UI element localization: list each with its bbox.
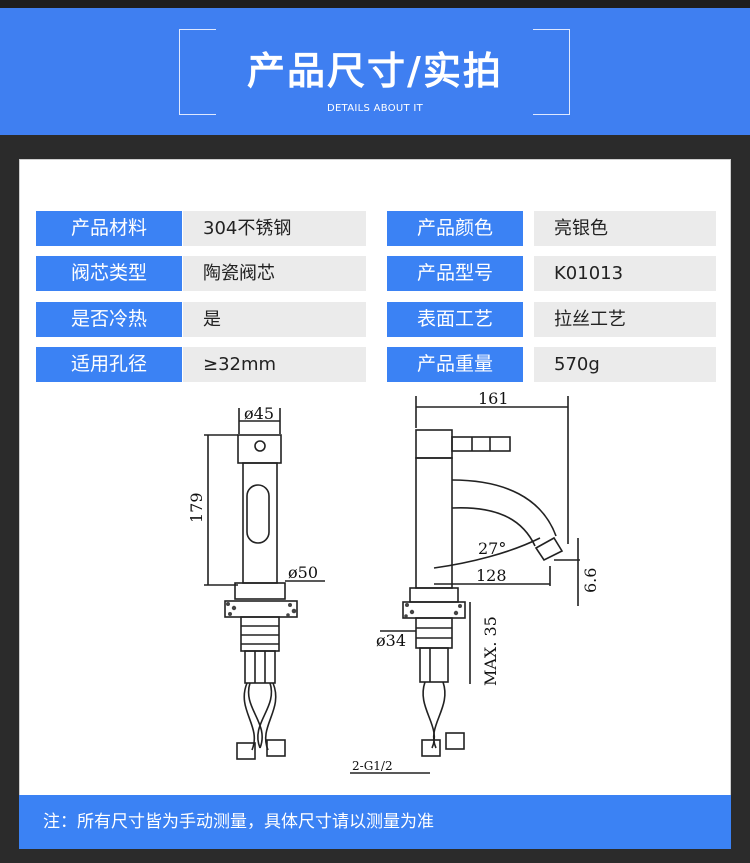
spec-value-model: K01013 bbox=[534, 256, 716, 291]
spec-label-valve: 阀芯类型 bbox=[36, 256, 182, 291]
dim-angle-27: 27° bbox=[478, 539, 506, 558]
dim-diameter-50: ø50 bbox=[288, 563, 318, 582]
spec-label-hole: 适用孔径 bbox=[36, 347, 182, 382]
spec-label-weight: 产品重量 bbox=[387, 347, 523, 382]
dim-max-35: MAX. 35 bbox=[481, 616, 500, 686]
spec-label-hotcold: 是否冷热 bbox=[36, 302, 182, 337]
page-title: 产品尺寸/实拍 bbox=[247, 49, 503, 93]
spec-label-color: 产品颜色 bbox=[387, 211, 523, 246]
spec-value-weight: 570g bbox=[534, 347, 716, 382]
spec-value-hole: ≥32mm bbox=[183, 347, 366, 382]
header-banner: 产品尺寸/实拍 DETAILS ABOUT IT bbox=[0, 0, 750, 135]
dim-width-128: 128 bbox=[476, 566, 507, 585]
dim-thread: 2-G1/2 bbox=[352, 759, 393, 773]
dim-height-6-6: 6.6 bbox=[581, 568, 600, 593]
dim-diameter-45: ø45 bbox=[244, 404, 274, 423]
spec-value-material: 304不锈钢 bbox=[183, 211, 366, 246]
spec-value-valve: 陶瓷阀芯 bbox=[183, 256, 366, 291]
dim-diameter-34: ø34 bbox=[376, 631, 406, 650]
faucet-dimension-drawing: ø45 179 ø50 161 27° 128 6.6 ø34 MAX. 35 … bbox=[110, 388, 630, 790]
spec-value-hotcold: 是 bbox=[183, 302, 366, 337]
spec-label-finish: 表面工艺 bbox=[387, 302, 523, 337]
dim-width-161: 161 bbox=[478, 389, 509, 408]
bracket-right bbox=[533, 29, 570, 115]
measurement-note: 注：所有尺寸皆为手动测量，具体尺寸请以测量为准 bbox=[19, 795, 731, 849]
bracket-left bbox=[179, 29, 216, 115]
spec-value-finish: 拉丝工艺 bbox=[534, 302, 716, 337]
spec-label-model: 产品型号 bbox=[387, 256, 523, 291]
spec-value-color: 亮银色 bbox=[534, 211, 716, 246]
page-subtitle: DETAILS ABOUT IT bbox=[326, 103, 424, 114]
spec-label-material: 产品材料 bbox=[36, 211, 182, 246]
dim-height-179: 179 bbox=[187, 492, 206, 523]
